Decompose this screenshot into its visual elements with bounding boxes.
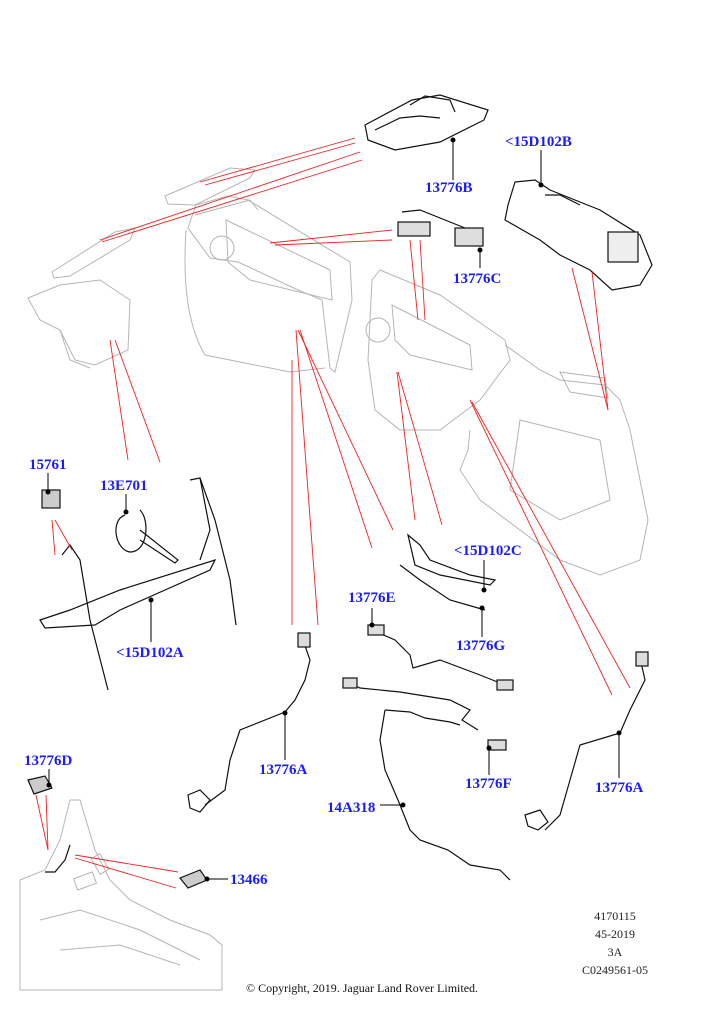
label-13776C[interactable]: 13776C	[453, 271, 502, 287]
label-13776G[interactable]: 13776G	[456, 638, 506, 654]
front-door-panel	[187, 195, 353, 373]
label-13E701[interactable]: 13E701	[100, 478, 148, 494]
label-13776F[interactable]: 13776F	[465, 776, 512, 792]
label-13776A-left[interactable]: 13776A	[259, 762, 308, 778]
ref-number: 4170115	[594, 909, 636, 923]
label-13776A-right[interactable]: 13776A	[595, 780, 644, 796]
label-13466[interactable]: 13466	[230, 872, 268, 888]
part-13776B-art	[364, 94, 489, 151]
copyright-notice: © Copyright, 2019. Jaguar Land Rover Lim…	[245, 981, 479, 995]
label-14A318[interactable]: 14A318	[327, 800, 376, 816]
ref-revision: 3A	[607, 945, 623, 959]
label-13776B[interactable]: 13776B	[425, 180, 473, 196]
ref-date: 45-2019	[595, 927, 635, 941]
label-15761[interactable]: 15761	[29, 457, 67, 473]
label-13776D[interactable]: 13776D	[24, 753, 73, 769]
ref-code: C0249561-05	[582, 963, 648, 977]
label-15D102B[interactable]: <15D102B	[505, 134, 572, 150]
label-15D102A[interactable]: <15D102A	[116, 645, 184, 661]
label-15D102C[interactable]: <15D102C	[454, 543, 522, 559]
label-13776E[interactable]: 13776E	[348, 590, 396, 606]
